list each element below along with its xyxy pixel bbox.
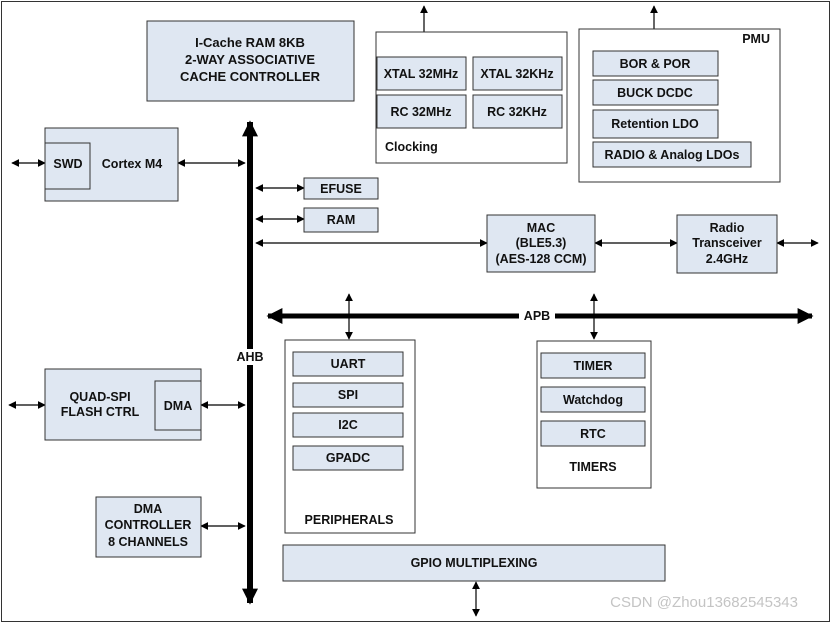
spi-label: SPI <box>338 388 358 402</box>
watermark: CSDN @Zhou13682545343 <box>610 594 798 611</box>
icache-line-1: I-Cache RAM 8KB <box>195 35 305 50</box>
apb-label: APB <box>524 309 550 323</box>
xtal-32khz-label: XTAL 32KHz <box>480 67 553 81</box>
timers-label: TIMERS <box>569 460 616 474</box>
radio-ldos-block <box>592 141 752 168</box>
timer-label: TIMER <box>574 359 613 373</box>
clocking-label: Clocking <box>385 140 438 154</box>
xtal-32khz-block <box>472 56 563 91</box>
uart-block <box>292 351 404 377</box>
rc-32mhz-label: RC 32MHz <box>390 105 451 119</box>
buck-dcdc-block <box>592 79 719 106</box>
gpio-label: GPIO MULTIPLEXING <box>411 556 538 570</box>
icache-line-2: 2-WAY ASSOCIATIVE <box>185 52 315 67</box>
dma-ctrl-line-1: DMA <box>134 502 162 516</box>
ahb-label: AHB <box>236 350 263 364</box>
dma-ctrl-line-3: 8 CHANNELS <box>108 535 188 549</box>
radio-ldos-label: RADIO & Analog LDOs <box>605 148 740 162</box>
ram-block <box>303 207 379 233</box>
dma-controller-block <box>95 496 202 558</box>
ram-label: RAM <box>327 213 355 227</box>
retention-ldo-label: Retention LDO <box>611 117 699 131</box>
buck-dcdc-label: BUCK DCDC <box>617 86 693 100</box>
pmu-label: PMU <box>742 32 770 46</box>
icache-line-3: CACHE CONTROLLER <box>180 69 321 84</box>
uart-label: UART <box>331 357 366 371</box>
retention-ldo-block <box>592 109 719 139</box>
qspi-dma-label: DMA <box>164 399 192 413</box>
gpadc-label: GPADC <box>326 451 370 465</box>
peripherals-label: PERIPHERALS <box>305 513 394 527</box>
watchdog-block <box>540 386 646 413</box>
rtc-label: RTC <box>580 427 606 441</box>
i2c-label: I2C <box>338 418 357 432</box>
radio-line-1: Radio <box>710 221 745 235</box>
xtal-32mhz-block <box>376 56 467 91</box>
swd-label: SWD <box>53 157 82 171</box>
mac-line-2: (BLE5.3) <box>516 236 567 250</box>
qspi-dma-block <box>154 380 202 431</box>
bor-por-label: BOR & POR <box>620 57 691 71</box>
bor-por-block <box>592 50 719 77</box>
rc-32mhz-block <box>376 94 467 129</box>
timer-block <box>540 352 646 379</box>
cortex-label: Cortex M4 <box>102 157 162 171</box>
radio-line-2: Transceiver <box>692 236 762 250</box>
spi-block <box>292 382 404 408</box>
radio-line-3: 2.4GHz <box>706 252 748 266</box>
apb-label-bg <box>519 308 555 323</box>
rtc-block <box>540 420 646 447</box>
mac-line-1: MAC <box>527 221 555 235</box>
rc-32khz-block <box>472 94 563 129</box>
qspi-line-2: FLASH CTRL <box>61 405 140 419</box>
dma-ctrl-line-2: CONTROLLER <box>105 518 192 532</box>
icache-block <box>146 20 355 102</box>
ahb-label-bg <box>232 349 268 365</box>
mac-line-3: (AES-128 CCM) <box>496 252 587 266</box>
swd-block <box>44 142 91 190</box>
efuse-label: EFUSE <box>320 182 362 196</box>
i2c-block <box>292 412 404 438</box>
watchdog-label: Watchdog <box>563 393 623 407</box>
mac-block <box>486 214 596 273</box>
qspi-line-1: QUAD-SPI <box>69 390 130 404</box>
gpadc-block <box>292 445 404 471</box>
gpio-block <box>282 544 666 582</box>
xtal-32mhz-label: XTAL 32MHz <box>384 67 459 81</box>
efuse-block <box>303 177 379 200</box>
rc-32khz-label: RC 32KHz <box>487 105 547 119</box>
radio-block <box>676 214 778 274</box>
